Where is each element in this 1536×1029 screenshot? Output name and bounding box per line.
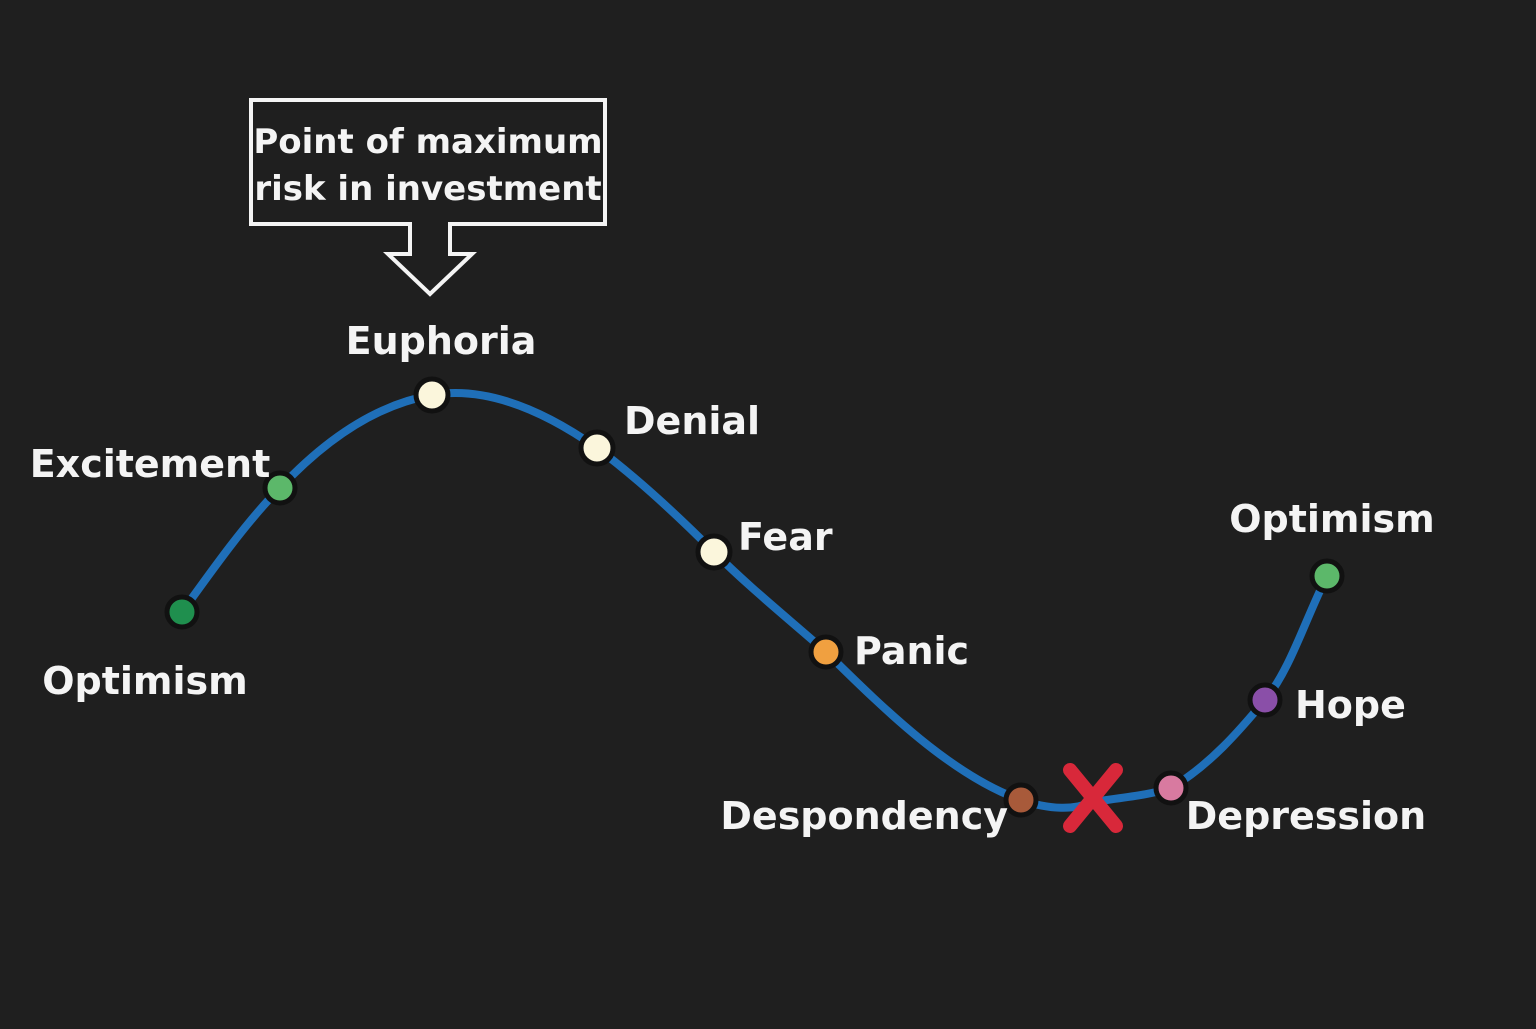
stage-label-despondency: Despondency <box>720 794 1008 838</box>
stage-dots <box>164 376 1345 818</box>
callout-line-1: Point of maximum <box>253 122 602 162</box>
cycle-curve <box>178 389 1331 812</box>
red-cross-icon <box>1063 763 1123 833</box>
stage-label-optimism-end: Optimism <box>1229 497 1435 541</box>
stage-dot-excitement <box>262 470 298 506</box>
stage-dot-despondency <box>1003 782 1039 818</box>
stage-label-panic: Panic <box>854 629 969 673</box>
callout-box-outline <box>249 98 607 297</box>
stage-label-fear: Fear <box>738 515 833 559</box>
stage-dot-optimism-start <box>164 594 200 630</box>
stage-label-optimism-start: Optimism <box>42 659 248 703</box>
stage-label-depression: Depression <box>1186 794 1426 838</box>
callout-line-2: risk in investment <box>254 169 601 209</box>
stage-dot-denial <box>578 429 616 467</box>
stage-dot-panic <box>808 634 844 670</box>
stage-dot-fear <box>695 533 733 571</box>
stage-labels: Optimism Excitement Euphoria Denial Fear… <box>30 319 1435 838</box>
stage-dot-optimism-end <box>1309 558 1345 594</box>
stage-label-hope: Hope <box>1295 683 1406 727</box>
callout: Point of maximum risk in investment <box>249 98 607 297</box>
stage-dot-euphoria <box>413 376 451 414</box>
stage-label-excitement: Excitement <box>30 442 271 486</box>
stage-dot-depression <box>1153 770 1189 806</box>
stage-label-euphoria: Euphoria <box>346 319 537 363</box>
stage-dot-hope <box>1247 682 1283 718</box>
stage-label-denial: Denial <box>624 399 760 443</box>
